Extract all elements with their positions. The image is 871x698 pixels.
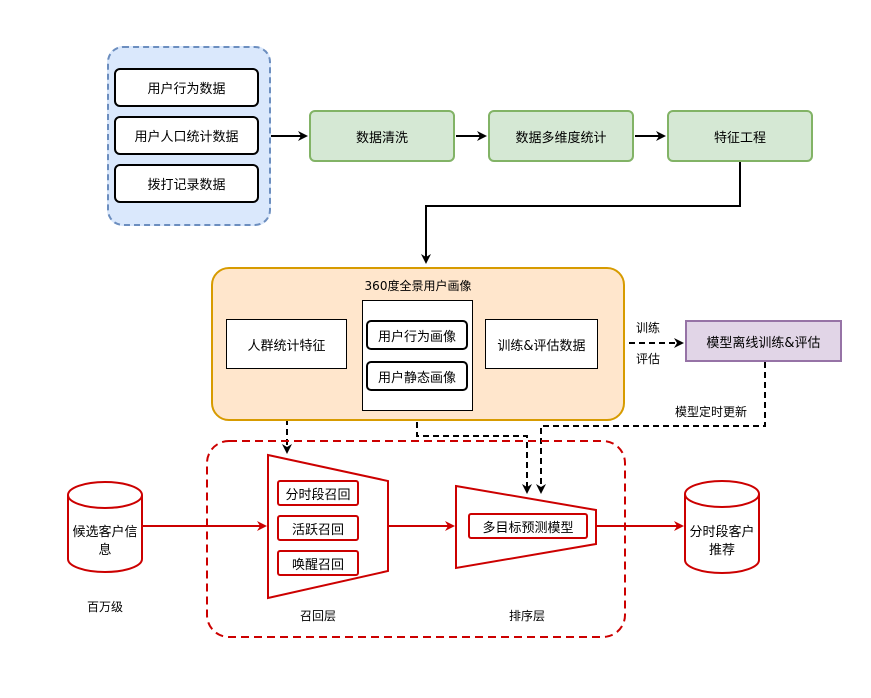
candidates-label: 候选客户信息: [72, 525, 138, 558]
profile-stack-box: [362, 300, 473, 411]
multi-objective-model: 多目标预测模型: [468, 513, 588, 539]
arrow-update-to-ranking: [536, 362, 766, 494]
static-profile-box: 用户静态画像: [366, 361, 468, 391]
recall-ranking-group: [206, 440, 626, 638]
step-data-cleaning: 数据清洗: [309, 110, 455, 162]
crowd-feature-box: 人群统计特征: [226, 319, 347, 369]
arrow-profiles-to-ranking: [416, 412, 532, 494]
output-label: 分时段客户推荐: [689, 525, 755, 558]
candidates-cylinder: [67, 481, 143, 573]
step-multidim-stats: 数据多维度统计: [488, 110, 634, 162]
train-eval-data-box: 训练&评估数据: [485, 319, 598, 369]
candidates-scale: 百万级: [86, 599, 123, 614]
ranking-layer-label: 排序层: [508, 608, 545, 623]
recall-active: 活跃召回: [277, 515, 359, 541]
output-cylinder: [684, 480, 760, 574]
label-train: 训练: [628, 318, 668, 336]
source-user-behavior: 用户行为数据: [114, 68, 259, 107]
behavior-profile-box: 用户行为画像: [366, 320, 468, 350]
arrow-feature-to-profile: [421, 162, 741, 264]
profile-title: 360度全景用户画像: [364, 278, 472, 293]
recall-layer-label: 召回层: [299, 608, 336, 623]
source-demographics: 用户人口统计数据: [114, 116, 259, 155]
recall-by-time-slot: 分时段召回: [277, 480, 359, 506]
recall-wakeup: 唤醒召回: [277, 550, 359, 576]
label-eval: 评估: [628, 349, 668, 367]
offline-model-box: 模型离线训练&评估: [685, 320, 842, 362]
step-feature-engineering: 特征工程: [667, 110, 813, 162]
label-timed-update: 模型定时更新: [668, 402, 754, 420]
source-call-records: 拨打记录数据: [114, 164, 259, 203]
